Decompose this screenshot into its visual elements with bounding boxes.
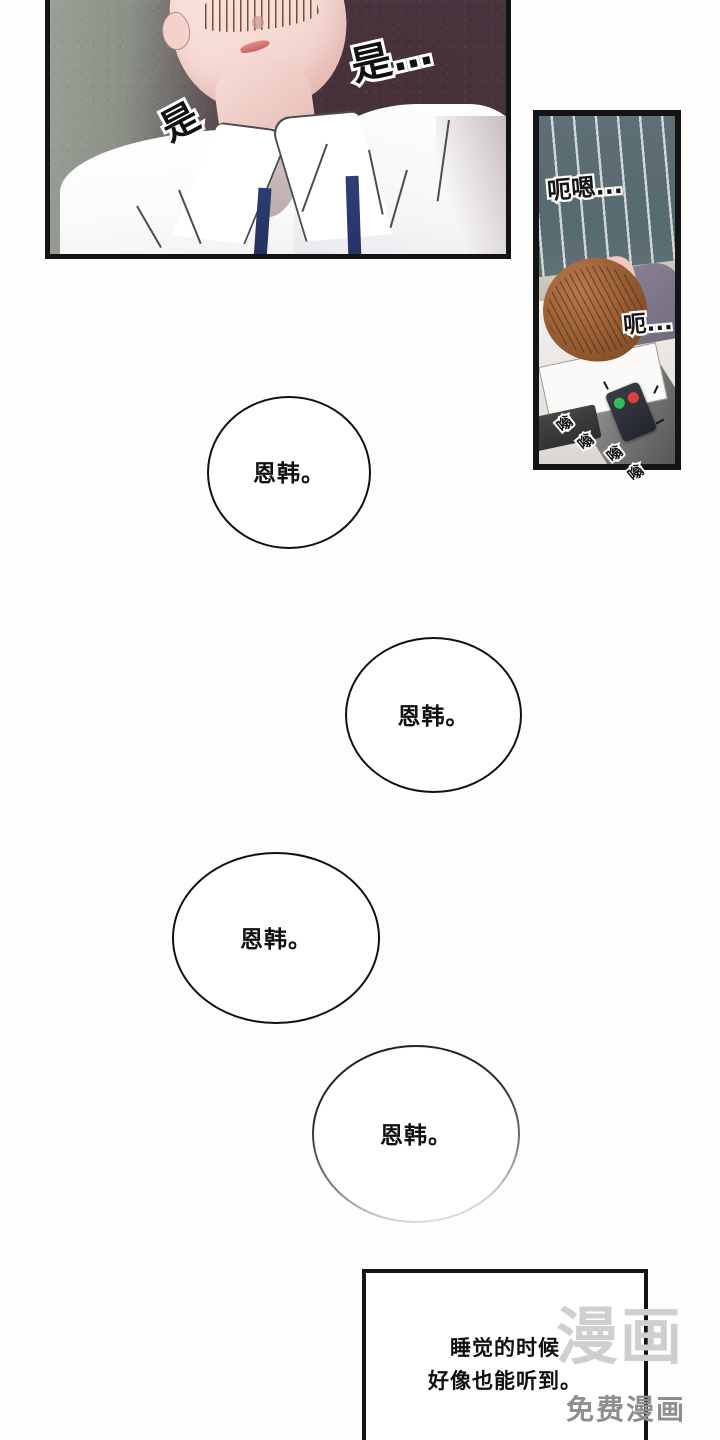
sfx-eng: 呃嗯... bbox=[544, 169, 626, 208]
speech-bubble-text: 恩韩。 bbox=[240, 926, 312, 953]
speech-bubble-1: 恩韩。 bbox=[207, 396, 371, 549]
sfx-e: 呃... bbox=[620, 307, 675, 342]
narration-line-1: 睡觉的时候 bbox=[450, 1336, 560, 1360]
narration-line-2: 好像也能听到。 bbox=[428, 1368, 582, 1393]
speech-bubble-text: 恩韩。 bbox=[253, 461, 325, 487]
shirt-shadow bbox=[436, 116, 506, 254]
comic-panel-top: 是… 是 bbox=[45, 0, 511, 259]
speech-bubble-2: 恩韩。 bbox=[345, 637, 522, 793]
phone-answer-button-icon bbox=[612, 396, 627, 411]
speech-bubble-4: 恩韩。 bbox=[312, 1045, 520, 1223]
narration-panel: 睡觉的时候 好像也能听到。 bbox=[362, 1269, 648, 1440]
speech-bubble-3: 恩韩。 bbox=[172, 852, 380, 1024]
speech-bubble-text: 恩韩。 bbox=[397, 703, 470, 730]
narration-text-block: 睡觉的时候 好像也能听到。 bbox=[366, 1332, 644, 1397]
speech-bubble-text: 恩韩。 bbox=[380, 1122, 452, 1149]
phone-decline-button-icon bbox=[626, 390, 641, 405]
comic-panel-inset: 呃嗯... 呃... bbox=[533, 110, 681, 470]
